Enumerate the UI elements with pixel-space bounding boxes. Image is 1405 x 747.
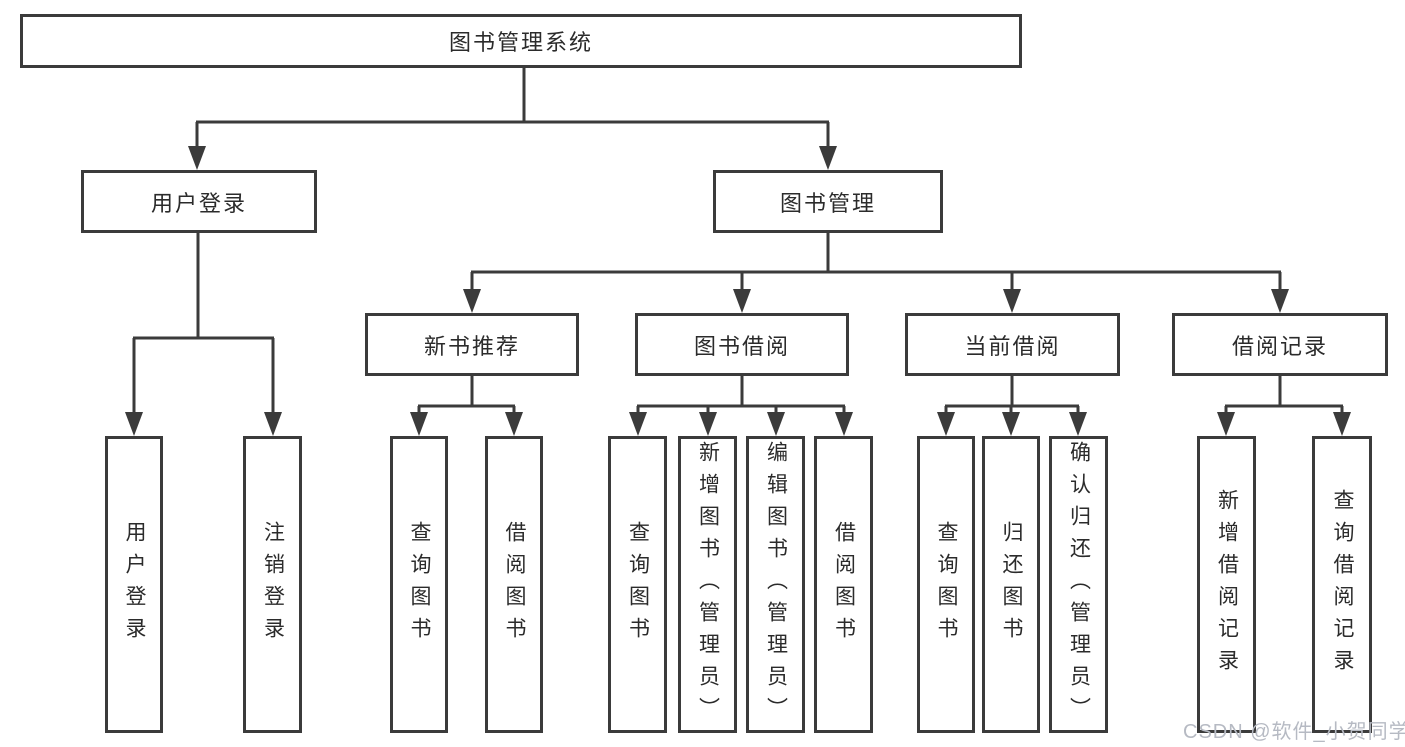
node-current-borrowing: 当前借阅 [905, 313, 1120, 376]
connector-book-management-to-level3 [463, 233, 1289, 313]
arrowhead [410, 412, 428, 436]
leaf-borrow-books-label: 借阅图书 [832, 520, 856, 649]
arrowhead [505, 412, 523, 436]
leaf-borrow-books: 借阅图书 [814, 436, 873, 733]
leaf-query-books-current-label: 查询图书 [935, 520, 958, 649]
leaf-user-login: 用户登录 [105, 436, 163, 733]
arrowhead [125, 412, 143, 436]
leaf-logout-label: 注销登录 [261, 520, 285, 649]
node-user-login-label: 用户登录 [150, 190, 247, 216]
node-borrowing-records-label: 借阅记录 [1231, 333, 1328, 359]
leaf-query-books-recommend-label: 查询图书 [408, 520, 431, 649]
leaf-query-borrow-record: 查询借阅记录 [1312, 436, 1372, 733]
node-borrowing-records: 借阅记录 [1172, 313, 1388, 376]
arrowhead [463, 289, 481, 313]
arrowhead [1069, 412, 1087, 436]
node-book-management-label: 图书管理 [779, 190, 876, 216]
node-new-book-recommend-label: 新书推荐 [423, 333, 520, 359]
arrowhead [1002, 412, 1020, 436]
arrowhead [767, 412, 785, 436]
connector-current-borrowing-to-leaves [937, 376, 1087, 436]
arrowhead [937, 412, 955, 436]
csdn-watermark: CSDN @软件_小贺同学 [1183, 721, 1405, 743]
leaf-user-login-label: 用户登录 [123, 520, 146, 649]
arrowhead [835, 412, 853, 436]
leaf-borrow-books-recommend: 借阅图书 [485, 436, 543, 733]
arrowhead [264, 412, 282, 436]
node-library-management-system: 图书管理系统 [20, 14, 1022, 68]
arrowhead [1003, 289, 1021, 313]
arrowhead [188, 146, 206, 170]
leaf-add-borrow-record-label: 新增借阅记录 [1215, 488, 1239, 681]
node-book-borrowing-label: 图书借阅 [693, 333, 790, 359]
connector-root-to-level2 [188, 68, 837, 170]
node-new-book-recommend: 新书推荐 [365, 313, 579, 376]
connector-book-borrowing-to-leaves [629, 376, 853, 436]
node-user-login: 用户登录 [81, 170, 317, 233]
leaf-add-books-admin: 新增图书（管理员） [678, 436, 737, 733]
arrowhead [1217, 412, 1235, 436]
leaf-return-books-label: 归还图书 [1000, 520, 1023, 649]
leaf-query-books-current: 查询图书 [917, 436, 975, 733]
connector-borrowing-records-to-leaves [1217, 376, 1351, 436]
connector-user-login-to-leaves [125, 233, 282, 436]
leaf-add-borrow-record: 新增借阅记录 [1197, 436, 1256, 733]
leaf-query-borrow-record-label: 查询借阅记录 [1331, 488, 1354, 681]
leaf-return-books: 归还图书 [982, 436, 1040, 733]
leaf-edit-books-admin-label: 编辑图书（管理员） [764, 440, 788, 729]
arrowhead [699, 412, 717, 436]
node-book-management: 图书管理 [713, 170, 943, 233]
arrowhead [819, 146, 837, 170]
leaf-borrow-books-recommend-label: 借阅图书 [503, 520, 526, 649]
leaf-confirm-return-admin: 确认归还（管理员） [1049, 436, 1108, 733]
leaf-logout: 注销登录 [243, 436, 302, 733]
leaf-query-books-borrowing-label: 查询图书 [626, 520, 650, 649]
arrowhead [1333, 412, 1351, 436]
arrowhead [733, 289, 751, 313]
leaf-add-books-admin-label: 新增图书（管理员） [696, 440, 720, 729]
arrowhead [629, 412, 647, 436]
leaf-query-books-borrowing: 查询图书 [608, 436, 667, 733]
node-current-borrowing-label: 当前借阅 [964, 333, 1061, 359]
connector-new-book-to-leaves [410, 376, 523, 436]
node-library-management-system-label: 图书管理系统 [448, 30, 593, 55]
leaf-query-books-recommend: 查询图书 [390, 436, 448, 733]
arrowhead [1271, 289, 1289, 313]
node-book-borrowing: 图书借阅 [635, 313, 849, 376]
leaf-confirm-return-admin-label: 确认归还（管理员） [1067, 440, 1091, 729]
leaf-edit-books-admin: 编辑图书（管理员） [746, 436, 805, 733]
